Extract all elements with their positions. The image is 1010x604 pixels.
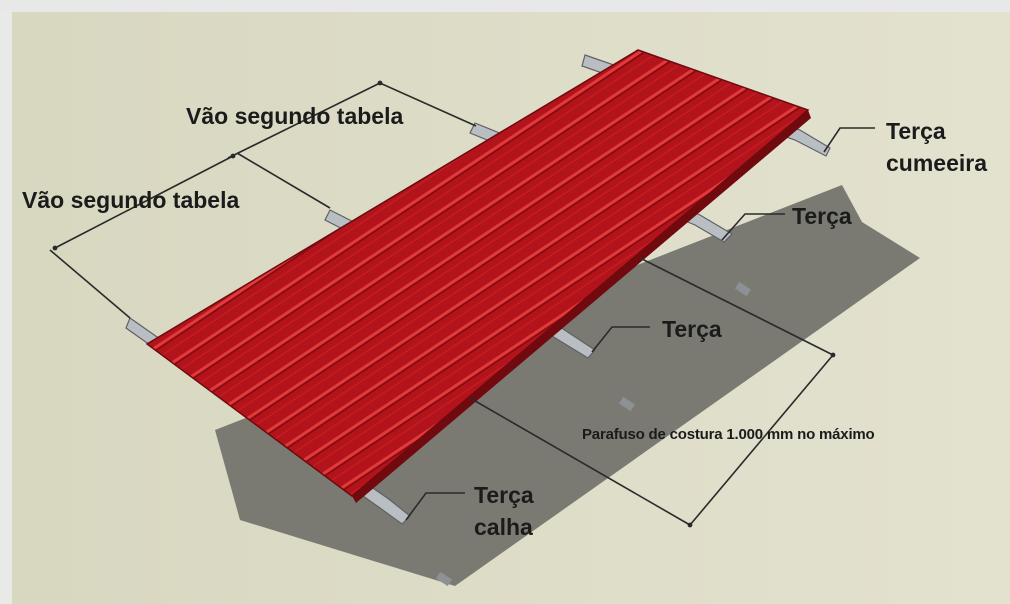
roof-sheet-edge: [352, 110, 811, 503]
upper-span-dimension: [227, 82, 381, 159]
gutter-purlin-label-line2: calha: [474, 514, 533, 540]
ridge-purlin-label-line1: Terça: [886, 118, 946, 144]
dimension-ticks: [52, 80, 836, 528]
screw-spacing-dimension: [689, 354, 834, 526]
middle-purlin-label: Terça: [662, 316, 722, 342]
gutter-purlin-leader: [405, 492, 465, 521]
ridge-purlin-leader: [823, 127, 875, 153]
span-label-upper: Vão segundo tabela: [186, 103, 404, 129]
span-label-lower: Vão segundo tabela: [22, 187, 240, 213]
top-strip: [0, 0, 1010, 12]
gutter-purlin-label-line1: Terça: [474, 482, 534, 508]
ridge-purlin-label-line2: cumeeira: [886, 150, 988, 176]
upper-purlin-leader: [721, 213, 785, 241]
dimension-lines: [49, 82, 875, 526]
middle-purlin-leader: [591, 326, 650, 353]
lower-span-dimension: [54, 154, 236, 249]
purlin-ends: [435, 281, 752, 587]
seam-screw-label: Parafuso de costura 1.000 mm no máximo: [582, 426, 875, 443]
upper-purlin-label: Terça: [792, 203, 852, 229]
